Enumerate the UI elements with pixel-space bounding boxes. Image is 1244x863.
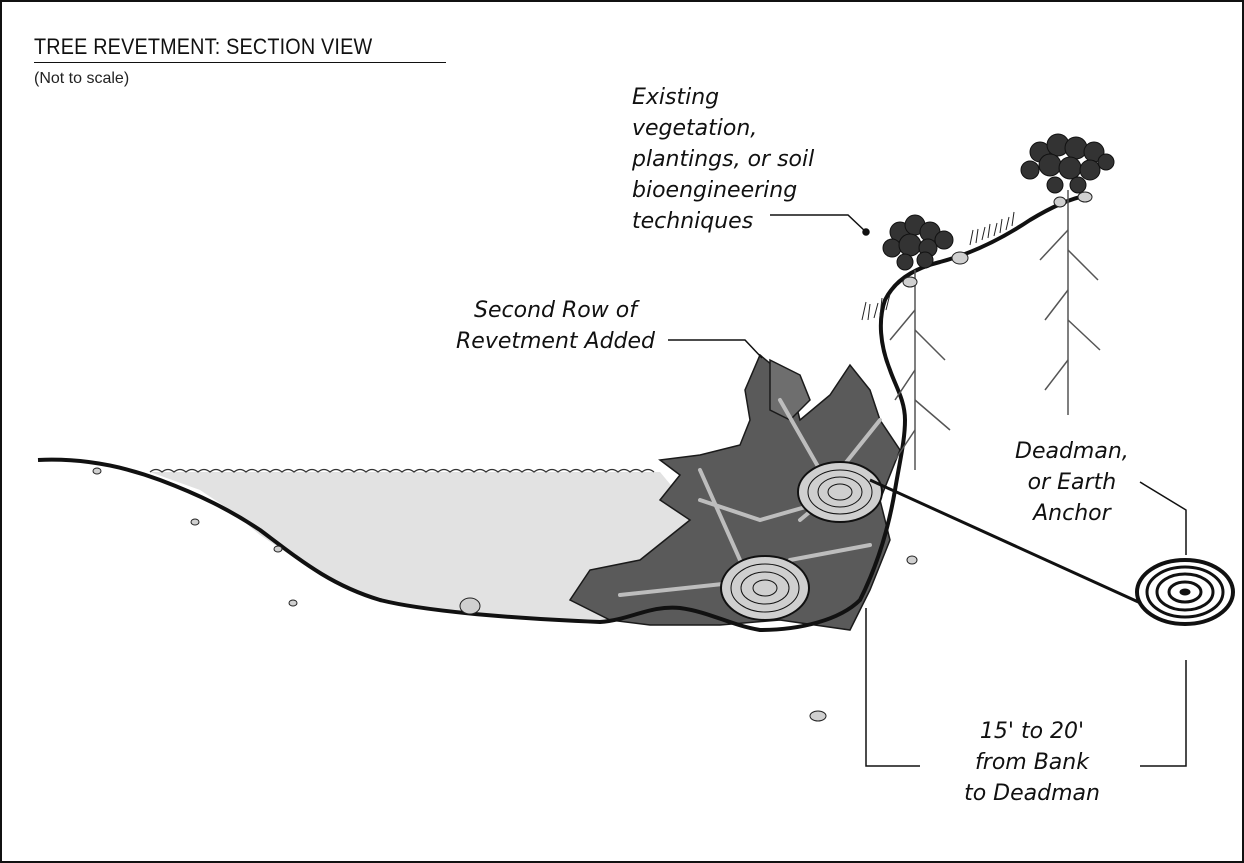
leader-dot-existing [862, 228, 870, 236]
leader-existing-vegetation [770, 214, 867, 233]
label-existing-vegetation: Existing vegetation, plantings, or soil … [632, 82, 814, 237]
label-existing-line-4: bioengineering [632, 178, 798, 203]
label-existing-line-1: Existing [632, 85, 720, 110]
water-area [150, 472, 700, 622]
deadman-anchor [1135, 558, 1235, 626]
label-existing-line-2: vegetation, [632, 116, 758, 141]
label-existing-line-3: plantings, or soil [632, 147, 815, 172]
label-existing-line-5: techniques [632, 209, 754, 234]
leader-deadman [1139, 481, 1187, 555]
anchor-cable [869, 478, 1146, 607]
dimension-deadman [1140, 660, 1187, 767]
title-underline [34, 62, 446, 63]
label-deadman-line-2: or Earth [1027, 470, 1117, 495]
label-distance-line-1: 15' to 20' [979, 719, 1085, 744]
label-second-line-2: Revetment Added [456, 329, 656, 354]
label-deadman-line-3: Anchor [1033, 501, 1111, 526]
shrub-upper [1020, 133, 1115, 194]
label-deadman: Deadman, or Earth Anchor [1015, 436, 1129, 529]
shrub-lower [882, 214, 954, 271]
diagram-title: TREE REVETMENT: SECTION VIEW [34, 34, 373, 59]
label-second-line-1: Second Row of [474, 298, 637, 323]
label-distance-line-2: from Bank [975, 750, 1089, 775]
label-deadman-line-1: Deadman, [1015, 439, 1129, 464]
leader-lines [668, 214, 1187, 767]
label-second-row: Second Row of Revetment Added [456, 295, 655, 357]
bank-profile-line [37, 193, 1091, 633]
label-distance-line-3: to Deadman [964, 781, 1100, 806]
revetment-foliage [568, 353, 901, 631]
grass [861, 211, 1015, 321]
water-surface [149, 468, 655, 473]
log-lower [720, 555, 810, 621]
stones [92, 191, 1093, 722]
log-upper [797, 461, 883, 523]
leader-second-row [668, 339, 763, 359]
roots [889, 190, 1101, 470]
dimension-bank [865, 608, 920, 767]
diagram-subtitle: (Not to scale) [34, 70, 130, 87]
label-distance: 15' to 20' from Bank to Deadman [940, 716, 1124, 809]
